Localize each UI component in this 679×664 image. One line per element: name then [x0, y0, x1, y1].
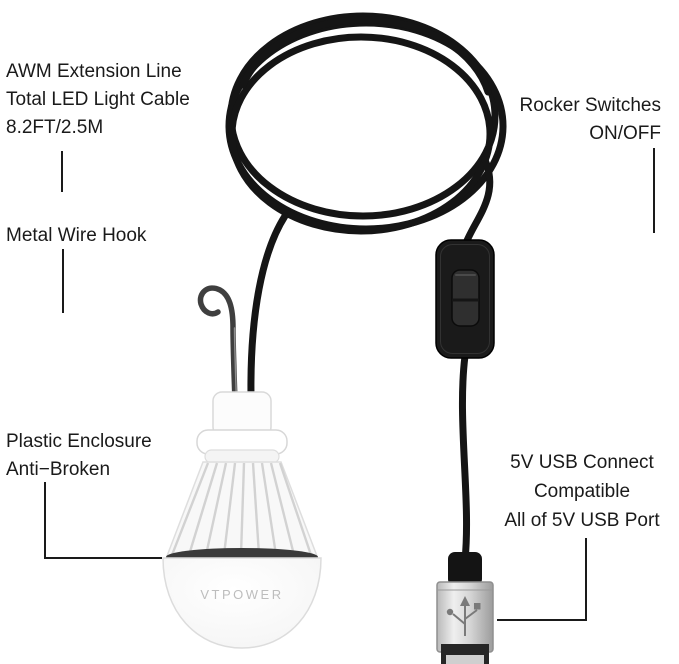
usb-tongue — [446, 655, 484, 664]
label-rocker-switch: Rocker Switches ON/OFF — [520, 92, 662, 148]
label-enclosure: Plastic Enclosure Anti−Broken — [6, 428, 152, 484]
label-line: ON/OFF — [589, 123, 661, 144]
cable-to-usb — [458, 352, 471, 564]
label-line: Rocker Switches — [519, 95, 662, 116]
label-line: 8.2FT/2.5M — [6, 117, 104, 138]
label-line: 5V USB Connect — [510, 452, 654, 473]
coiled-cable-icon — [225, 12, 507, 564]
callout-usb — [497, 538, 587, 621]
label-metal-hook: Metal Wire Hook — [6, 222, 146, 250]
cable-to-switch — [462, 156, 494, 247]
label-line: Metal Wire Hook — [6, 225, 147, 246]
label-line: Anti−Broken — [6, 459, 111, 480]
bulb-collar-lower — [204, 449, 280, 464]
usb-connector-icon — [436, 552, 494, 664]
bulb-brand-text: VTPOWER — [200, 587, 283, 602]
usb-trident-icon — [446, 596, 481, 636]
label-usb: 5V USB Connect Compatible All of 5V USB … — [496, 448, 668, 535]
label-line: All of 5V USB Port — [504, 510, 660, 531]
metal-hook-icon — [197, 285, 238, 405]
label-line: Compatible — [533, 481, 631, 502]
usb-strain-relief — [448, 552, 482, 586]
label-line: Total LED Light Cable — [6, 89, 190, 110]
callout-enclosure — [44, 482, 162, 559]
cable-to-bulb — [247, 212, 289, 400]
bulb-dome — [162, 557, 322, 649]
bulb-heatsink-fins — [170, 462, 313, 556]
switch-bevel — [440, 244, 490, 354]
rocker-button — [451, 269, 480, 327]
led-bulb: VTPOWER — [162, 391, 322, 649]
label-line: AWM Extension Line — [6, 61, 182, 82]
label-line: Plastic Enclosure — [6, 431, 152, 452]
rocker-switch-icon — [435, 239, 495, 359]
label-extension-line: AWM Extension Line Total LED Light Cable… — [6, 58, 190, 142]
